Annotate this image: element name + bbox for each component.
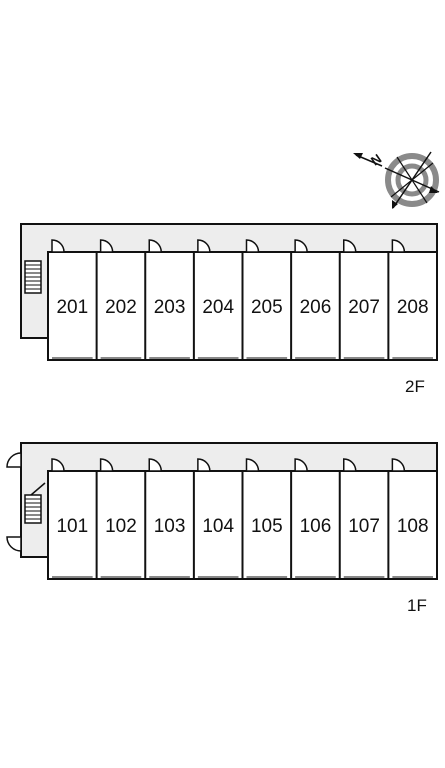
unit-number-205: 205 xyxy=(251,297,283,318)
door-icon xyxy=(51,239,65,253)
unit-number-101: 101 xyxy=(56,516,88,537)
floor-label-1f: 1F xyxy=(407,596,427,615)
door-icon xyxy=(343,239,357,253)
floor-label-2f: 2F xyxy=(405,377,425,396)
door-icon xyxy=(294,239,308,253)
door-icon xyxy=(391,458,406,472)
door-icon xyxy=(391,239,406,253)
unit-number-108: 108 xyxy=(397,516,429,537)
unit-number-105: 105 xyxy=(251,516,283,537)
unit-number-104: 104 xyxy=(202,516,234,537)
door-icon xyxy=(148,458,163,472)
door-icon xyxy=(294,458,308,472)
floor-2f: 201 202 203 204 205 206 207 208 2F xyxy=(20,223,438,396)
door-icon xyxy=(99,458,114,472)
unit-number-202: 202 xyxy=(105,297,137,318)
entrance-door-icon xyxy=(6,452,22,552)
door-icon xyxy=(197,239,211,253)
unit-number-206: 206 xyxy=(300,297,332,318)
unit-number-106: 106 xyxy=(300,516,332,537)
unit-number-201: 201 xyxy=(56,297,88,318)
door-icon xyxy=(99,239,114,253)
door-icon xyxy=(245,239,260,253)
door-icon xyxy=(51,458,65,472)
unit-number-204: 204 xyxy=(202,297,234,318)
door-icon xyxy=(148,239,163,253)
door-icon xyxy=(343,458,357,472)
unit-number-107: 107 xyxy=(348,516,380,537)
door-icon xyxy=(197,458,211,472)
compass-icon: N xyxy=(353,151,440,209)
stairs-icon xyxy=(24,482,46,524)
stairs-icon xyxy=(24,260,42,294)
unit-number-203: 203 xyxy=(154,297,186,318)
unit-number-102: 102 xyxy=(105,516,137,537)
unit-number-207: 207 xyxy=(348,297,380,318)
unit-number-208: 208 xyxy=(397,297,429,318)
unit-number-103: 103 xyxy=(154,516,186,537)
floor-1f: 101 102 103 104 105 106 107 108 1F xyxy=(6,442,438,615)
door-icon xyxy=(245,458,260,472)
